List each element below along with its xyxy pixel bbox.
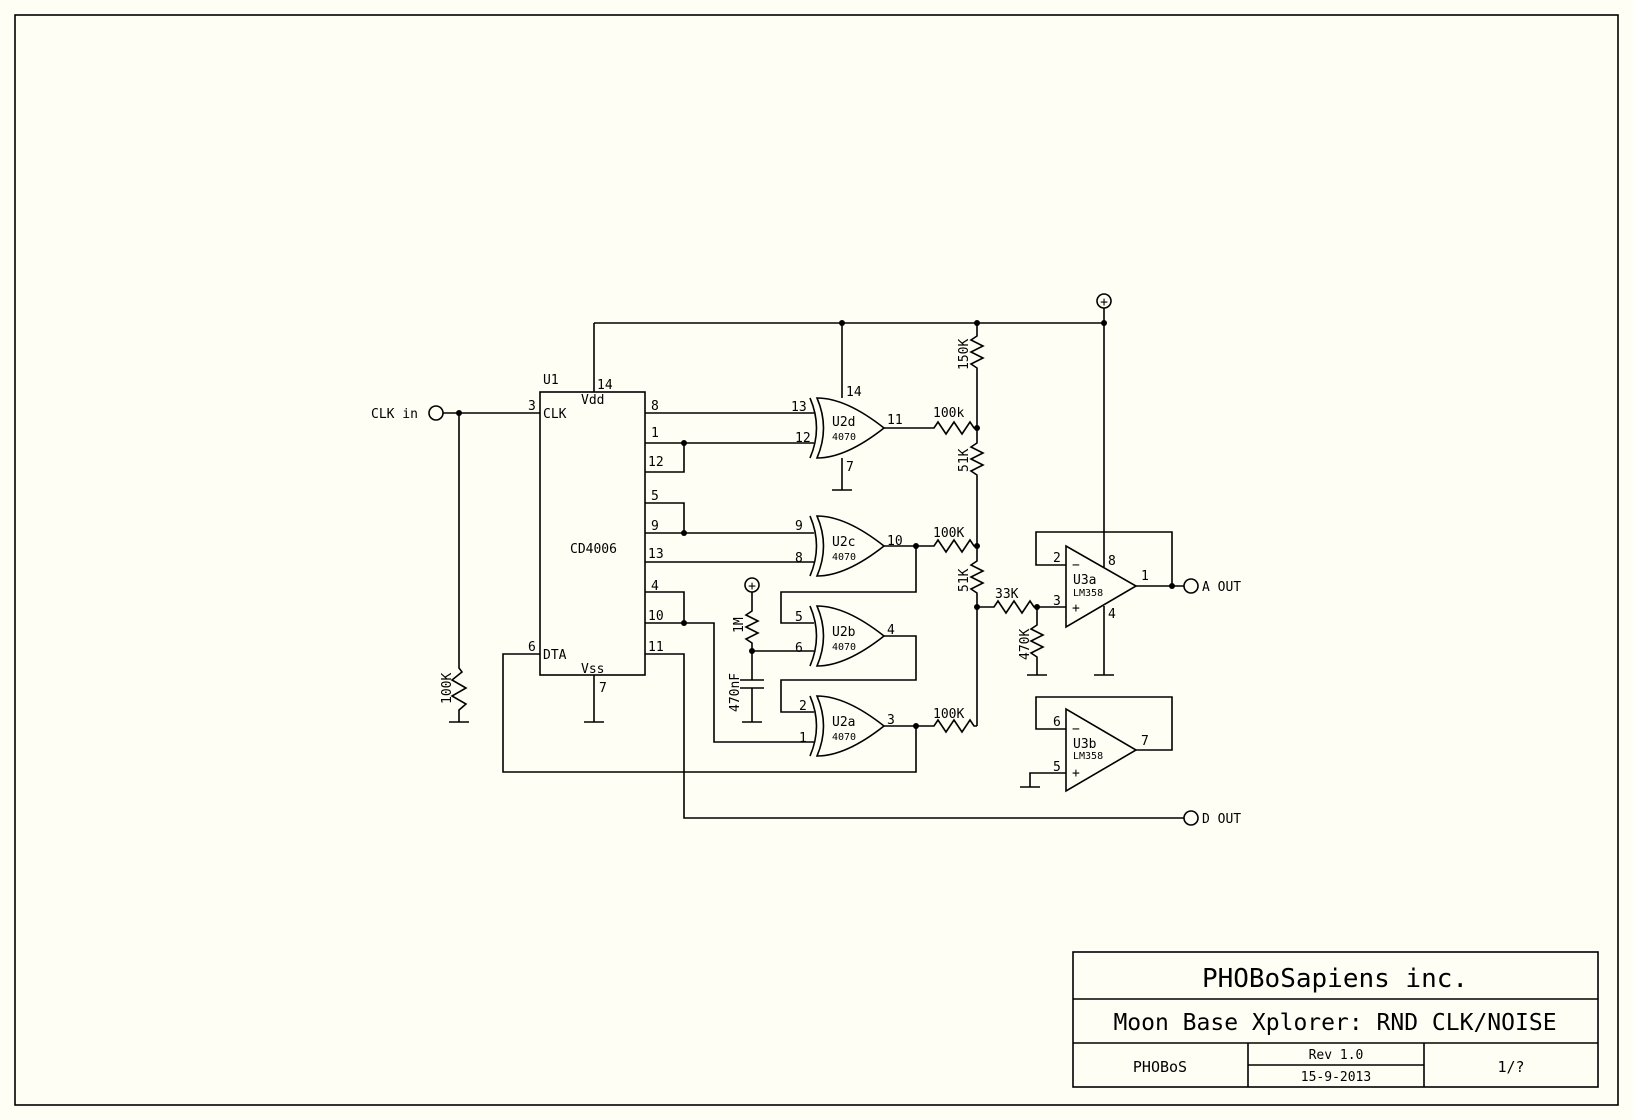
r-470k-label: 470K [1018,629,1033,660]
u3b-ref: U3b [1073,737,1097,752]
u1-pin-num-14: 14 [597,378,613,393]
u3a-pin-vplus: 8 [1108,554,1116,569]
d-out-label: D OUT [1202,812,1241,827]
r-mid2-label: 51K [957,568,972,592]
r-c-label: 100K [933,526,964,541]
u2d-pin-out: 11 [887,413,903,428]
u1-pin-num-6: 6 [528,640,536,655]
u1-ref: U1 [543,373,559,388]
u2a-part: 4070 [832,732,856,743]
title-block: PHOBoSapiens inc. Moon Base Xplorer: RND… [1072,951,1599,1088]
u3a-pin-inv: 2 [1053,551,1061,566]
u3a-pin-noninv: 3 [1053,594,1061,609]
u2b-pin-in1: 5 [795,610,803,625]
u2a-ref: U2a [832,715,855,730]
r-clk-label: 100K [440,673,455,704]
d-out-port [1183,810,1199,826]
clk-in-label: CLK in [371,407,418,422]
u3b-pin-out: 7 [1141,734,1149,749]
u2a-pin-in2: 1 [799,731,807,746]
u3a-pin-out: 1 [1141,569,1149,584]
u1-pin-num-9: 9 [651,519,659,534]
u2b-pin-out: 4 [887,623,895,638]
u3b-pin-noninv: 5 [1053,760,1061,775]
u1-pin-num-12: 12 [648,455,664,470]
u2d-pin-vdd: 14 [846,385,862,400]
u3a-plus-sign: + [1072,601,1080,616]
u1-part: CD4006 [570,542,617,557]
company-name: PHOBoSapiens inc. [1202,964,1468,994]
vplus-top-sign: + [1100,295,1108,310]
r-33k-label: 33K [995,587,1019,602]
u1-pin-dta: DTA [543,648,567,663]
u1-pin-num-10: 10 [648,609,664,624]
r-mid1-label: 51K [957,448,972,472]
vplus-top-symbol [1096,293,1112,309]
u1-pin-num-1: 1 [651,426,659,441]
u3b-pin-inv: 6 [1053,715,1061,730]
u1-pin-num-4: 4 [651,579,659,594]
u1-pin-num-3: 3 [528,399,536,414]
vplus-rc-symbol [744,577,760,593]
u1-pin-num-8: 8 [651,399,659,414]
u1-pin-num-5: 5 [651,489,659,504]
u2c-part: 4070 [832,552,856,563]
u2c-pin-in2: 8 [795,551,803,566]
u2c-gate: U2c 4070 9 8 10 [795,515,903,577]
u2d-gate: U2d 4070 13 12 11 14 7 [791,323,903,491]
drawing-title: Moon Base Xplorer: RND CLK/NOISE [1113,1010,1556,1036]
u3b-minus-sign: − [1072,722,1080,737]
sheet-border [14,14,1619,1106]
u3a-minus-sign: − [1072,558,1080,573]
u2a-pin-in1: 2 [799,699,807,714]
u2b-pin-in2: 6 [795,641,803,656]
u3b-part: LM358 [1073,751,1103,762]
r-d-label: 100k [933,406,964,421]
clk-in-port [428,405,444,421]
u2b-ref: U2b [832,625,856,640]
u2b-part: 4070 [832,642,856,653]
u2d-part: 4070 [832,432,856,443]
u2d-pin-in1: 13 [791,400,807,415]
u2a-gate: U2a 4070 2 1 3 [799,695,895,757]
u3b-plus-sign: + [1072,766,1080,781]
clk-input: CLK in 100K [371,405,540,723]
sheet-number: 1/? [1497,1058,1524,1076]
c-470n-label: 470nF [728,673,743,712]
u3a-opamp: U3a LM358 − + 2 3 1 8 4 [1053,544,1149,629]
rc-network: + 1M 470nF [728,577,764,723]
u3a-ref: U3a [1073,573,1096,588]
u1-pin-num-13: 13 [648,547,664,562]
u1-cd4006: U1 CD4006 Vdd CLK DTA Vss 3 14 6 7 8 1 1… [528,373,664,696]
a-out-label: A OUT [1202,580,1241,595]
u3a-pin-vminus: 4 [1108,607,1116,622]
r-1m-label: 1M [732,617,747,633]
u2d-pin-vss: 7 [846,460,854,475]
revision-label: Rev 1.0 [1309,1048,1364,1063]
author-label: PHOBoS [1133,1058,1187,1076]
a-out-port [1183,578,1199,594]
r-a-label: 100K [933,707,964,722]
vplus-rc-sign: + [748,579,756,594]
date-label: 15-9-2013 [1301,1070,1371,1085]
r-top-label: 150K [957,339,972,370]
u2a-pin-out: 3 [887,713,895,728]
u1-pin-vdd: Vdd [581,393,604,408]
u2b-gate: U2b 4070 5 6 4 [795,605,895,667]
u3a-part: LM358 [1073,588,1103,599]
u1-pin-clk: CLK [543,407,567,422]
u1-pin-num-11: 11 [648,640,664,655]
u2d-ref: U2d [832,415,855,430]
u3b-opamp: U3b LM358 − + 6 5 7 [1053,707,1149,793]
resistor-ladder: 150K 51K 51K [957,323,985,726]
u1-pin-num-7: 7 [599,681,607,696]
u2c-pin-in1: 9 [795,519,803,534]
u2c-ref: U2c [832,535,855,550]
u1-pin-vss: Vss [581,662,604,677]
